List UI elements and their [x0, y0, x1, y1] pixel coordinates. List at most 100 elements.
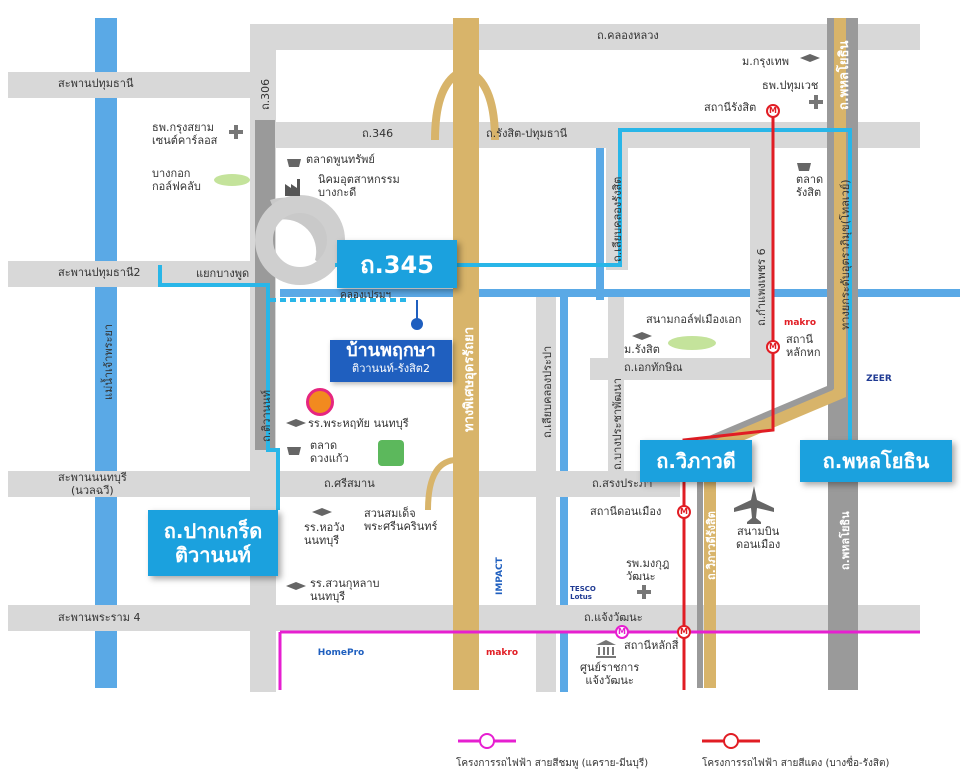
- place-u-rangsit: ม.รังสิต: [624, 343, 660, 356]
- place-hosp-pathumvech: ธพ.ปทุมเวช: [762, 79, 819, 92]
- label-kamphaeng6: ถ.กำแพงเพชร 6: [755, 248, 768, 326]
- callout-345: ถ.345: [337, 240, 457, 288]
- expressway-uttara: [453, 18, 479, 690]
- place-station-rangsit: สถานีรังสิต: [704, 101, 757, 114]
- label-306: ถ.306: [259, 78, 272, 110]
- expressway-curve-low: [425, 456, 461, 510]
- callout-vibhavadi: ถ.วิภาวดี: [640, 440, 752, 482]
- road-pathumthani-bridge: [8, 72, 270, 98]
- label-klong-luang: ถ.คลองหลวง: [597, 29, 659, 42]
- place-talad-phoonsap: ตลาดพูนทรัพย์: [306, 153, 375, 166]
- label-tiwanon: ถ.ติวานนท์: [260, 390, 273, 442]
- legend-pink-line: โครงการรถไฟฟ้า สายสีชมพู (แคราย-มีนบุรี): [456, 758, 649, 769]
- label-songprapa: ถ.สรงประภา: [592, 477, 653, 490]
- chao-phraya-river: [95, 18, 117, 688]
- factory-icon: [285, 179, 300, 196]
- callout-pakkret: ถ.ปากเกร็ด ติวานนท์: [148, 510, 278, 576]
- legend-red-line: โครงการรถไฟฟ้า สายสีแดง (บางซื่อ-รังสิต): [702, 758, 890, 769]
- road-kamphaeng6: [750, 140, 772, 380]
- project-pin: [411, 318, 423, 330]
- station-rangsit: M: [766, 104, 780, 118]
- tesco-logo: TESCO Lotus: [570, 585, 596, 601]
- hospital-icon: [229, 125, 243, 139]
- basket-icon-2: [287, 447, 301, 455]
- place-govt-center: ศูนย์ราชการ แจ้งวัฒนะ: [580, 661, 640, 687]
- label-pathumthani2-bridge: สะพานปทุมธานี2: [58, 266, 141, 279]
- place-golf-muang-ek: สนามกอล์ฟเมืองเอก: [646, 313, 742, 326]
- zeer-logo: ZEER: [866, 374, 892, 384]
- label-rangsit-pathum: ถ.รังสิต-ปทุมธานี: [486, 127, 568, 140]
- phahon-tollway: [697, 18, 846, 688]
- label-pathumthani-bridge: สะพานปทุมธานี: [58, 77, 134, 90]
- graduation-cap-icon-4: [800, 54, 820, 62]
- basket-icon-3: [797, 163, 811, 171]
- road-ekthakin: [590, 358, 750, 380]
- makro-logo-2: makro: [485, 648, 519, 658]
- graduation-cap-icon-3: [286, 582, 306, 590]
- project-name: บ้านพฤกษา: [346, 340, 436, 361]
- klong-blue-vertical-2: [596, 140, 604, 300]
- graduation-cap-icon: [286, 419, 306, 427]
- place-talad-duangkaew: ตลาด ดวงแก้ว: [310, 439, 349, 465]
- golf-green: [214, 174, 250, 186]
- label-vibhavadi-v: ถ.วิภาวดีรังสิต: [705, 511, 718, 580]
- label-srisaman: ถ.ศรีสมาน: [324, 477, 375, 490]
- impact-logo: IMPACT: [495, 557, 505, 595]
- place-suan-somdet: สวนสมเด็จ พระศรีนครินทร์: [364, 507, 438, 533]
- callout-phahon: ถ.พหลโยธิน: [800, 440, 952, 482]
- place-school-pracha: รร.พระหฤทัย นนทบุรี: [308, 417, 409, 430]
- label-chaeng: ถ.แจ้งวัฒนะ: [584, 611, 643, 624]
- hospital-icon-2: [809, 95, 823, 109]
- basket-icon: [287, 159, 301, 167]
- hospital-icon-3: [637, 585, 651, 599]
- roundabout: [255, 195, 345, 285]
- place-industrial: นิคมอุตสาหกรรม บางกะดี: [318, 173, 400, 199]
- place-station-donmuang: สถานีดอนเมือง: [590, 505, 662, 518]
- road-liap-klong-prapa: [536, 297, 556, 692]
- ruamchok-logo: [378, 440, 404, 466]
- station-pink-chaeng: M: [615, 625, 629, 639]
- place-bangkok-u: ม.กรุงเทพ: [742, 55, 789, 68]
- place-junction-bangpho: แยกบางพูด: [196, 267, 250, 280]
- label-rama4-bridge: สะพานพระราม 4: [58, 611, 141, 624]
- label-346: ถ.346: [362, 127, 394, 140]
- graduation-cap-icon-5: [632, 332, 652, 340]
- place-bangkok-golf: บางกอก กอล์ฟคลับ: [152, 167, 201, 193]
- label-river: แม่น้ำเจ้าพระยา: [102, 323, 115, 400]
- label-expressway-phahon: ทางยกระดับอุตราภิมุข(โทลเวย์): [839, 179, 852, 330]
- road-pathumthani2-bridge: [8, 261, 270, 287]
- legend-pink-line-swatch: [458, 733, 516, 749]
- road-srisaman: [8, 471, 680, 497]
- label-bangkok-prapa: ถ.บางประชาพัฒนา: [611, 377, 624, 470]
- label-phahon-top: ถ.พหลโยธิน: [837, 40, 852, 110]
- label-ekthakin: ถ.เอกทักษิณ: [624, 361, 683, 374]
- place-station-laksi: สถานีหลักสี่: [624, 639, 679, 652]
- road-346: [270, 122, 920, 148]
- project-pin-stem: [416, 300, 418, 320]
- place-airport: สนามบิน ดอนเมือง: [736, 525, 781, 551]
- government-icon: [596, 640, 616, 658]
- road-bangkok-prapa: [608, 297, 624, 477]
- road-liap-klong-rangsit: [606, 140, 628, 270]
- homepro-logo: HomePro: [317, 648, 365, 658]
- station-laksi-hok: M: [766, 340, 780, 354]
- expressway-curve: [431, 65, 499, 140]
- klong-blue-horizontal: [280, 289, 960, 297]
- label-liap-klong-rangsit: ถ.เลียบคลองรังสิต: [611, 176, 624, 262]
- project-sub: ติวานนท์-รังสิต2: [352, 362, 430, 375]
- place-school-horawang: รร.หอวัง นนทบุรี: [304, 521, 345, 547]
- label-phahon-v: ถ.พหลโยธิน: [839, 511, 852, 570]
- station-donmuang: M: [677, 505, 691, 519]
- flower-icon: [306, 388, 334, 416]
- place-school-suankularb: รร.สวนกุหลาบ นนทบุรี: [310, 577, 380, 603]
- label-klong: คลองเปรมฯ: [340, 290, 392, 301]
- place-talad-rangsit: ตลาด รังสิต: [796, 173, 824, 199]
- makro-logo: makro: [783, 318, 817, 328]
- legend-red-line-swatch: [702, 733, 760, 749]
- project-box: บ้านพฤกษา ติวานนท์-รังสิต2: [330, 340, 452, 382]
- station-laksi: M: [677, 625, 691, 639]
- road-klong-luang: [250, 24, 920, 50]
- place-krungsiam: ธพ.กรุงสยาม เซนต์คาร์ลอส: [152, 121, 218, 147]
